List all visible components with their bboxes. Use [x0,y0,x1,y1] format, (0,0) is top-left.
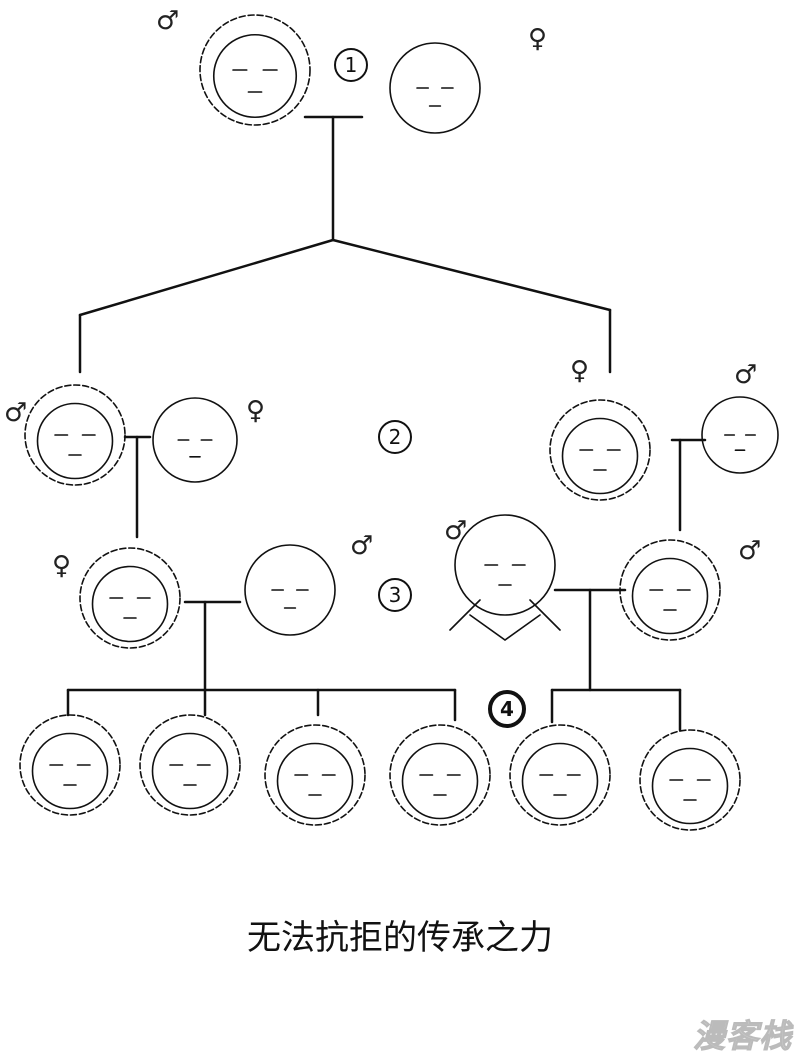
female-symbol: ♀ [246,396,266,426]
face-sketch [389,42,481,134]
male-symbol: ♂ [156,6,180,36]
faces [19,14,779,831]
male-symbol: ♂ [4,398,28,428]
generation-marker-1: 1 [334,48,368,82]
male-symbol: ♂ [444,516,468,546]
face-outline [651,747,729,825]
face-sketch [639,729,741,831]
tree-lines [66,115,707,732]
generation-marker-2: 2 [378,420,412,454]
generation-marker-4: 4 [488,690,526,728]
face-sketch [389,724,491,826]
face-outline [631,557,709,635]
face-outline [276,742,354,820]
bald-man-shoulders [449,599,561,641]
face-outline [212,33,298,119]
face-sketch [24,384,126,486]
male-symbol: ♂ [350,531,374,561]
face-sketch [264,724,366,826]
generation-marker-3: 3 [378,578,412,612]
female-symbol: ♀ [528,24,548,54]
female-symbol: ♀ [52,551,72,581]
face-outline [521,742,599,820]
face-sketch [139,714,241,816]
face-outline [401,742,479,820]
face-outline [91,565,169,643]
watermark-logo: 漫客栈 [692,1017,792,1056]
face-sketch [549,399,651,501]
face-sketch [79,547,181,649]
caption: 无法抗拒的传承之力 [247,918,553,958]
face-sketch [152,397,238,483]
face-sketch [454,514,556,616]
face-sketch [701,396,779,474]
face-outline [561,417,639,495]
face-sketch [199,14,311,126]
male-symbol: ♂ [734,360,758,390]
face-outline [31,732,109,810]
female-symbol: ♀ [570,356,590,386]
face-sketch [509,724,611,826]
face-outline [36,402,114,480]
face-sketch [619,539,721,641]
face-sketch [19,714,121,816]
face-sketch [244,544,336,636]
male-symbol: ♂ [738,536,762,566]
face-outline [151,732,229,810]
